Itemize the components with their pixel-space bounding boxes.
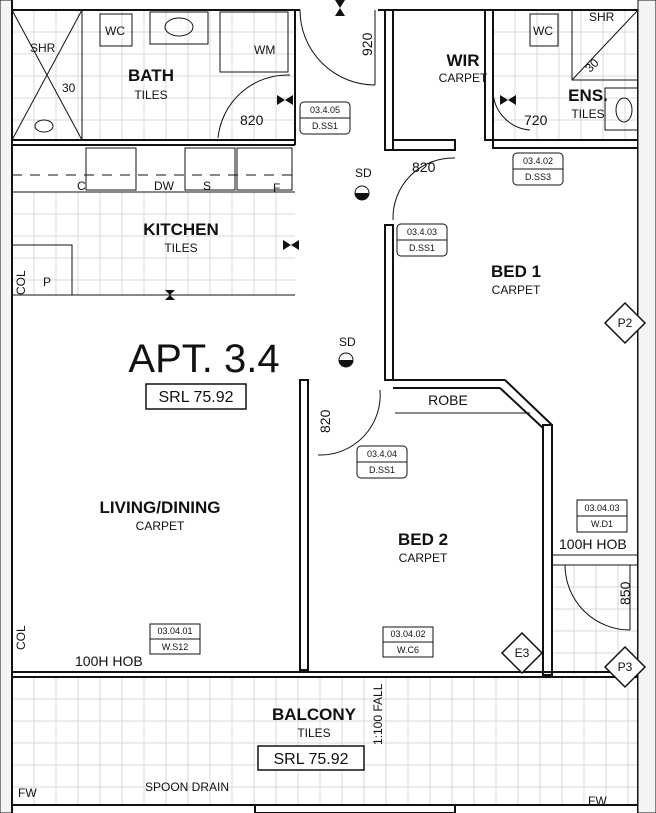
bath-finish: TILES	[134, 88, 167, 102]
wir-finish: CARPET	[439, 71, 488, 85]
tag-code: 03.4.05	[310, 105, 340, 115]
ens-name: ENS.	[568, 86, 608, 105]
p-label: P	[43, 275, 51, 289]
wc-left-label: WC	[105, 24, 125, 38]
tag-type: D.SS1	[312, 121, 338, 131]
hob-left-label: 100H HOB	[75, 653, 143, 669]
tag-boxes	[149, 101, 628, 658]
tag-code: 03.04.01	[157, 626, 192, 636]
fall-label: 1:100 FALL	[371, 683, 385, 745]
dim-720: 720	[524, 112, 548, 128]
f-label: F	[273, 181, 280, 195]
s-label: S	[203, 179, 211, 193]
sd2-label: SD	[339, 335, 356, 349]
apartment-title: APT. 3.4	[128, 337, 279, 381]
hob-right-label: 100H HOB	[559, 536, 627, 552]
markers	[500, 301, 647, 689]
tag-code: 03.4.03	[407, 227, 437, 237]
bath-fixtures	[11, 9, 289, 141]
dim-820-bath: 820	[240, 112, 264, 128]
tag-type: D.SS1	[369, 465, 395, 475]
tag-code: 03.04.03	[584, 503, 619, 513]
kitchen-finish: TILES	[164, 241, 197, 255]
living-finish: CARPET	[136, 519, 185, 533]
tag-type: D.SS3	[525, 172, 551, 182]
balcony-name: BALCONY	[272, 705, 357, 724]
apartment-srl: SRL 75.92	[158, 389, 233, 406]
marker-p3: P3	[618, 660, 633, 674]
robe-label: ROBE	[428, 392, 468, 408]
dim-850: 850	[617, 581, 633, 605]
dw-label: DW	[154, 179, 175, 193]
ens-finish: TILES	[571, 107, 604, 121]
tag-code: 03.04.02	[390, 629, 425, 639]
shr-left-label: SHR	[30, 41, 56, 55]
slope-left-label: 30	[62, 81, 76, 95]
balcony-srl: SRL 75.92	[273, 751, 348, 768]
tag-type: D.SS1	[409, 243, 435, 253]
slope-right-label: 30	[582, 56, 602, 76]
kitchen-name: KITCHEN	[143, 220, 219, 239]
tag-code: 03.4.02	[523, 156, 553, 166]
living-name: LIVING/DINING	[100, 498, 221, 517]
dim-820-bed2: 820	[317, 409, 333, 433]
fw-left-label: FW	[18, 786, 37, 800]
shr-right-label: SHR	[589, 10, 615, 24]
bed2-name: BED 2	[398, 530, 448, 549]
tag-type: W.D1	[591, 519, 613, 529]
ensuite-fixtures	[529, 9, 639, 131]
marker-p2: P2	[618, 316, 633, 330]
wm-label: WM	[254, 43, 275, 57]
kitchen-bench	[11, 147, 295, 296]
doors	[217, 9, 631, 631]
spoon-drain-label: SPOON DRAIN	[145, 780, 229, 794]
tile-grids	[12, 10, 638, 805]
bed1-name: BED 1	[491, 262, 541, 281]
balcony-finish: TILES	[297, 726, 330, 740]
wir-name: WIR	[446, 51, 479, 70]
fw-right-label: FW	[588, 794, 607, 808]
tag-type: W.S12	[162, 642, 189, 652]
col-top-label: COL	[14, 270, 28, 295]
wc-right-label: WC	[533, 24, 553, 38]
sd1-label: SD	[355, 166, 372, 180]
bath-name: BATH	[128, 66, 174, 85]
bed2-finish: CARPET	[399, 551, 448, 565]
bed1-finish: CARPET	[492, 283, 541, 297]
dim-820-wir: 820	[412, 159, 436, 175]
dim-920: 920	[359, 32, 375, 56]
door-stops	[165, 0, 516, 300]
c-label: C	[77, 179, 86, 193]
tag-code: 03.4.04	[367, 449, 397, 459]
marker-e3: E3	[515, 646, 530, 660]
col-bottom-label: COL	[14, 625, 28, 650]
tag-type: W.C6	[397, 645, 419, 655]
